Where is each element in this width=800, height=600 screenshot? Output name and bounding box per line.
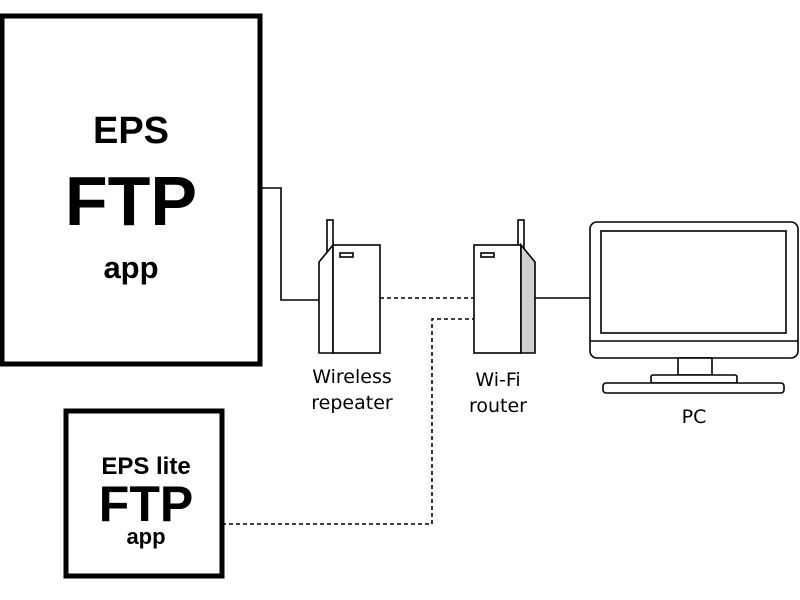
router-label-line2: router — [469, 395, 527, 417]
wired-link-eps-to-repeater — [260, 187, 320, 301]
eps-lite-box-line3: app — [126, 524, 165, 549]
eps-box-line3: app — [103, 250, 158, 285]
monitor-neck — [677, 357, 713, 376]
wireless-repeater-device — [318, 219, 381, 354]
eps-lite-box-border — [63, 408, 225, 579]
wifi-router-device — [473, 219, 536, 354]
monitor-stand-top — [650, 374, 738, 384]
eps-box-border — [0, 13, 263, 367]
repeater-indicator-light — [339, 252, 354, 258]
connection-lines — [222, 187, 590, 525]
pc-monitor — [589, 221, 799, 394]
wireless-link-eps-lite-to-router — [222, 318, 474, 525]
eps-ftp-app-box: EPS FTP app — [0, 13, 263, 367]
repeater-side-panel — [318, 242, 334, 354]
repeater-label-line2: repeater — [311, 392, 393, 414]
repeater-front-panel — [332, 244, 381, 354]
monitor-screen — [600, 230, 787, 334]
pc-label: PC — [682, 406, 707, 428]
router-indicator-light — [480, 252, 495, 258]
repeater-label-line1: Wireless — [312, 366, 392, 388]
eps-box-line2: FTP — [65, 162, 197, 240]
router-side-panel — [520, 242, 536, 354]
router-front-panel — [473, 244, 522, 354]
eps-box-line1: EPS — [93, 110, 169, 152]
eps-lite-box-line1: EPS lite — [101, 453, 190, 480]
monitor-stand-base — [602, 382, 785, 394]
router-label-line1: Wi-Fi — [475, 369, 520, 391]
eps-lite-ftp-app-box: EPS lite FTP app — [63, 408, 225, 579]
eps-lite-box-line2: FTP — [99, 476, 193, 532]
